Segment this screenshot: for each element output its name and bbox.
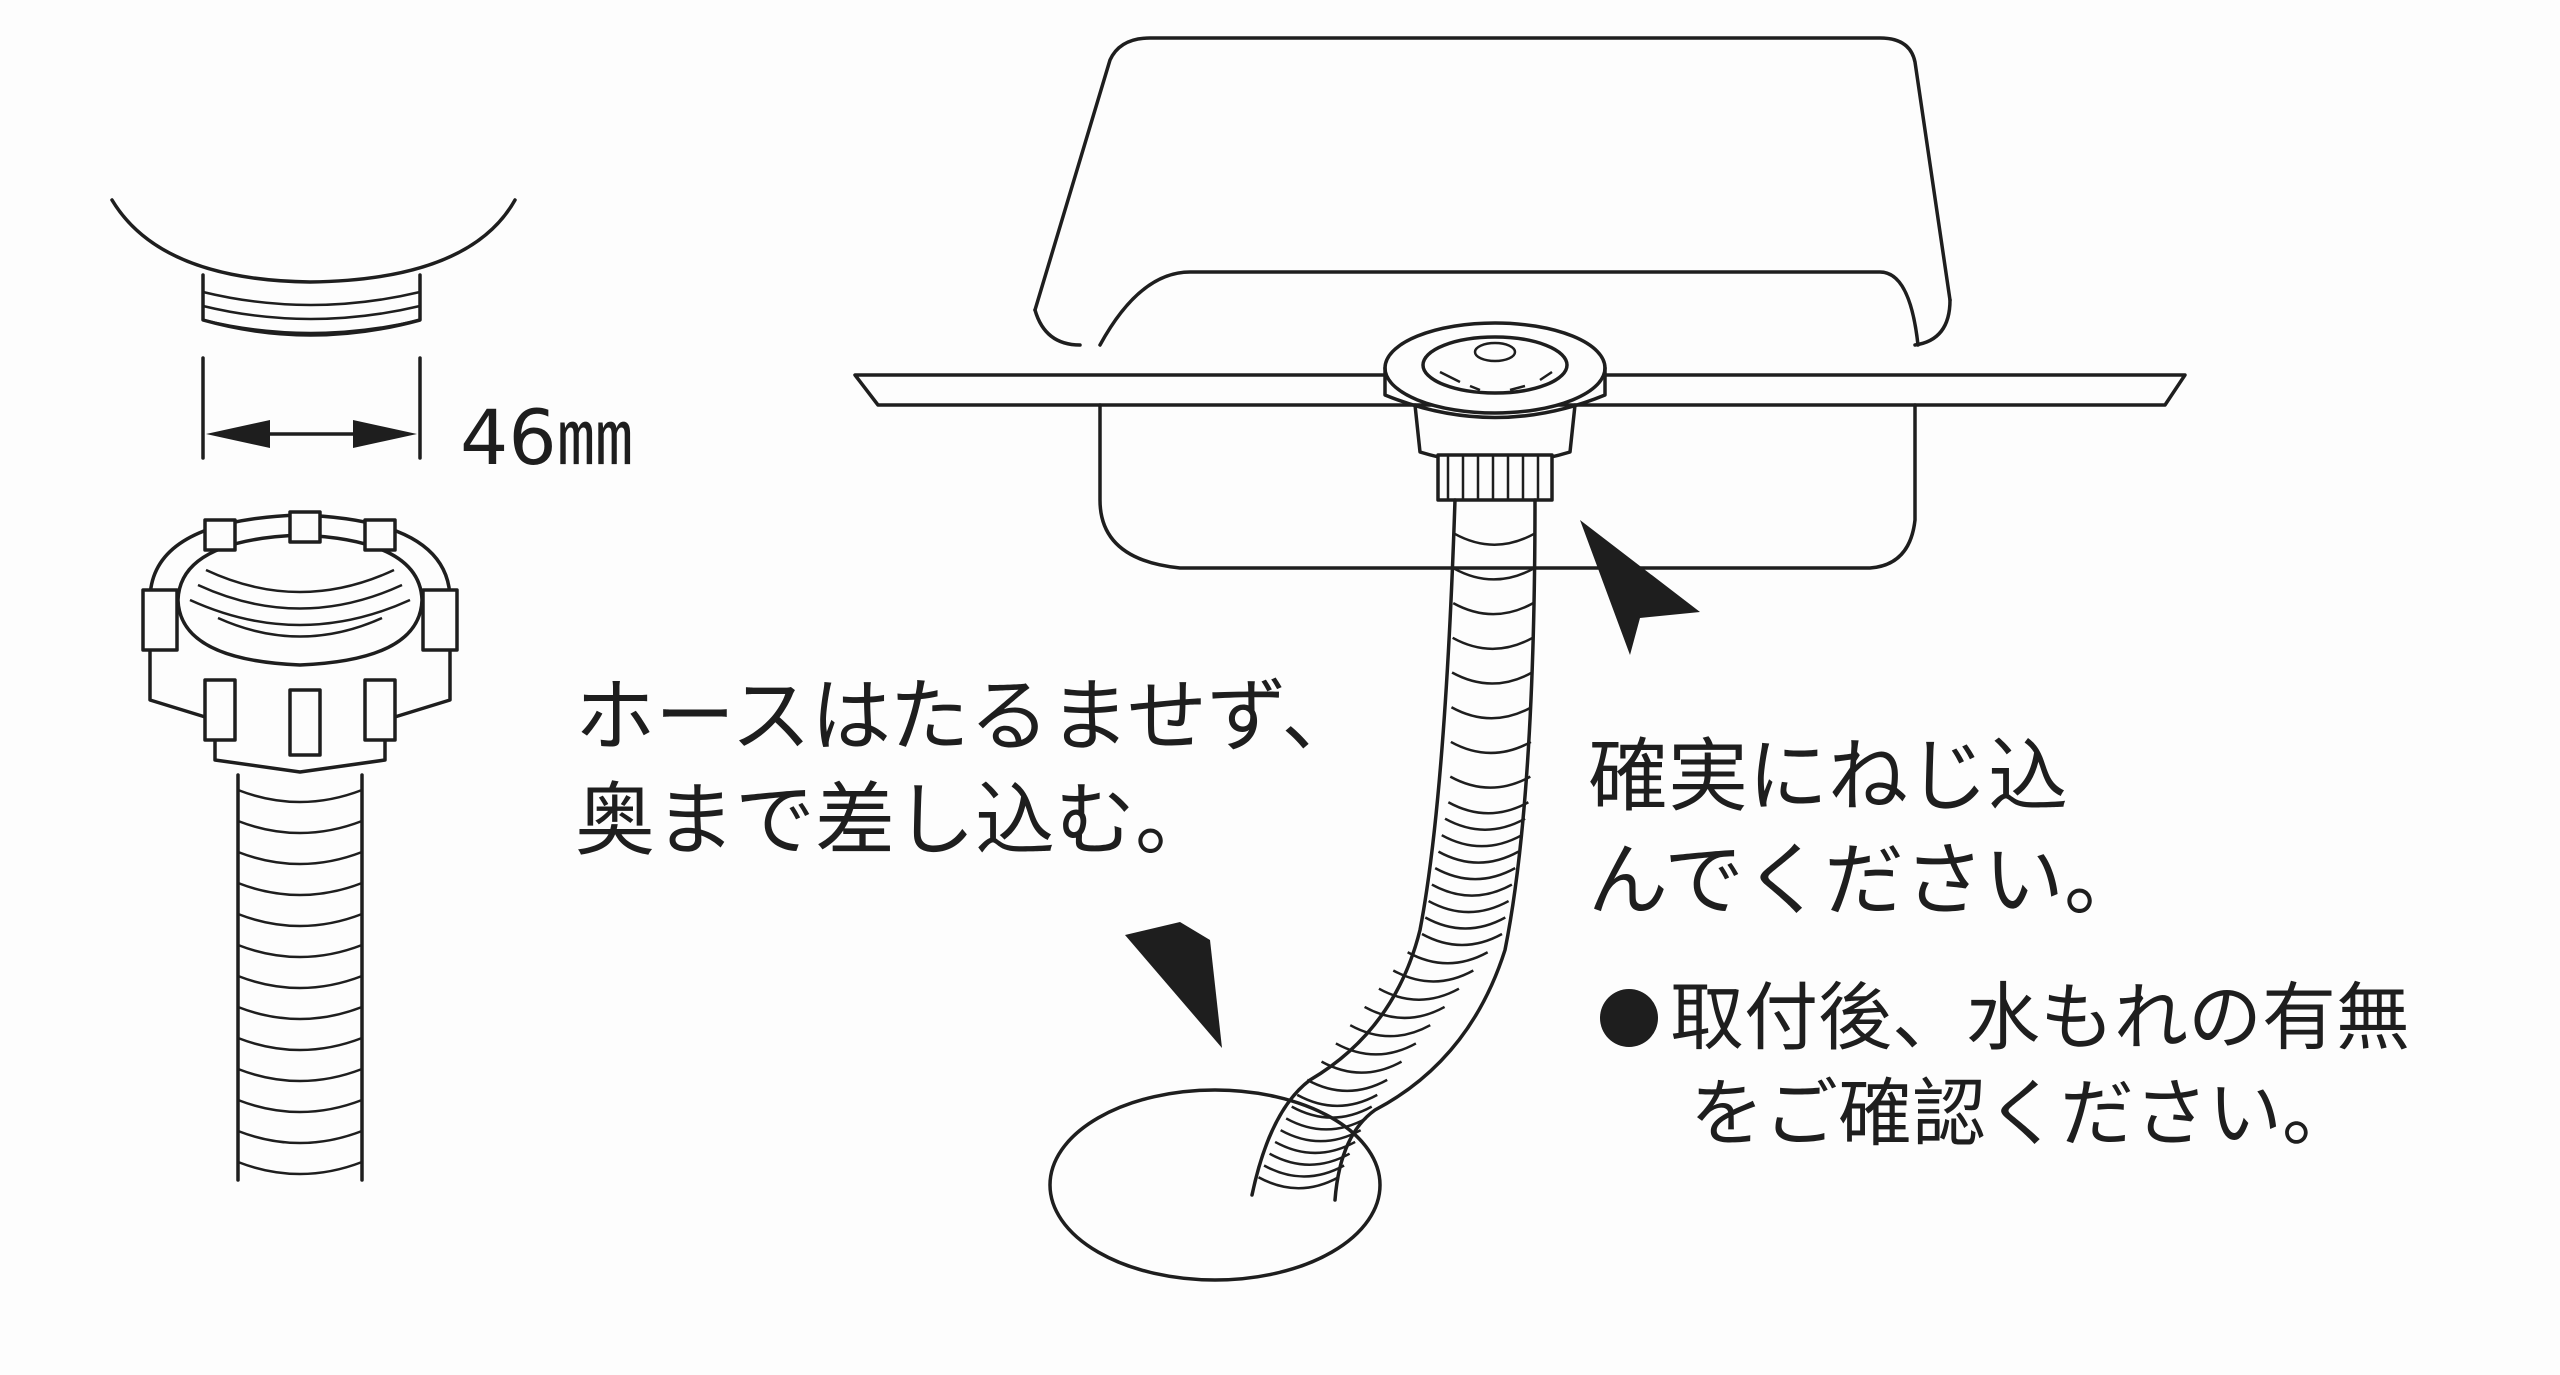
hose-ring	[237, 881, 363, 897]
hose-ring	[1453, 567, 1535, 581]
drain-outlet-illustration	[110, 198, 517, 337]
hose-ring	[1263, 1164, 1345, 1178]
hose-instruction-line1: ホースはたるませず、	[575, 670, 1362, 763]
hose-ring	[237, 788, 363, 804]
screw-instruction-line2: んでください。	[1588, 834, 2144, 927]
hose-ring	[1274, 1140, 1356, 1155]
dimension-unit: ㎜	[556, 393, 633, 482]
dimension-value: 46	[460, 393, 557, 482]
hose-ring	[1453, 532, 1536, 546]
hose-ring	[1427, 899, 1510, 914]
floor-drain-hole	[1048, 1088, 1382, 1282]
sink-illustration	[853, 36, 2187, 570]
screw-instruction-line1: 確実にねじ込	[1588, 730, 2068, 823]
hose-nut-illustration	[141, 510, 459, 774]
hose-ring	[1285, 1117, 1367, 1131]
hose-ring	[237, 850, 363, 866]
hose-ring	[1257, 1176, 1340, 1190]
hose-ring	[1434, 867, 1516, 881]
pointer-arrow-sink	[1580, 520, 1700, 655]
hose-ring	[1449, 775, 1531, 789]
hose-right	[1250, 498, 1537, 1202]
hose-ring	[1335, 1042, 1417, 1056]
hose-ring	[1320, 1060, 1403, 1074]
hose-ring	[1452, 602, 1534, 616]
hose-ring	[1363, 1005, 1446, 1020]
hose-ring	[1451, 671, 1533, 685]
leak-check-line2: をご確認ください。	[1690, 1071, 2356, 1157]
hose-ring	[1280, 1129, 1362, 1143]
hose-ring	[1437, 850, 1520, 864]
hose-ring	[1444, 817, 1526, 831]
hose-ring	[1441, 834, 1523, 848]
hose-instruction-line2: 奥まで差し込む。	[575, 774, 1215, 867]
hose-ring	[1431, 883, 1513, 897]
leak-check-note: 取付後、水もれの有無 をご確認ください。	[1600, 970, 2410, 1162]
dimension-label: 46㎜	[460, 376, 633, 486]
hose-ring	[1306, 1078, 1388, 1093]
bullet-icon	[1600, 989, 1658, 1047]
screw-instruction: 確実にねじ込 んでください。	[1588, 725, 2144, 933]
hose-ring	[237, 943, 363, 959]
hose-ring	[1450, 740, 1532, 755]
hose-ring	[1452, 636, 1534, 651]
hose-left	[236, 773, 364, 1182]
hose-ring	[1421, 932, 1503, 947]
hose-ring	[237, 1067, 363, 1083]
leak-check-line1: 取付後、水もれの有無	[1670, 975, 2410, 1061]
hose-ring	[1268, 1152, 1351, 1166]
hose-ring	[1407, 951, 1489, 965]
hose-ring	[1378, 987, 1460, 1001]
hose-ring	[237, 912, 363, 928]
hose-ring	[237, 1129, 363, 1145]
hose-ring	[1296, 1093, 1378, 1108]
dimension-marker	[201, 356, 422, 460]
hose-ring	[1450, 706, 1533, 720]
hose-ring	[237, 819, 363, 835]
hose-ring	[1349, 1024, 1431, 1038]
hose-ring	[1424, 916, 1506, 930]
pointer-arrow-floor	[1125, 922, 1222, 1048]
hose-ring	[1447, 801, 1529, 815]
hose-ring	[237, 1098, 363, 1114]
hose-ring	[237, 1005, 363, 1021]
hose-ring	[237, 1036, 363, 1052]
hose-ring	[237, 1160, 363, 1176]
hose-ring	[1291, 1105, 1373, 1119]
hose-ring	[1392, 969, 1474, 983]
hose-instruction: ホースはたるませず、 奥まで差し込む。	[575, 665, 1361, 873]
hose-ring	[237, 974, 363, 990]
